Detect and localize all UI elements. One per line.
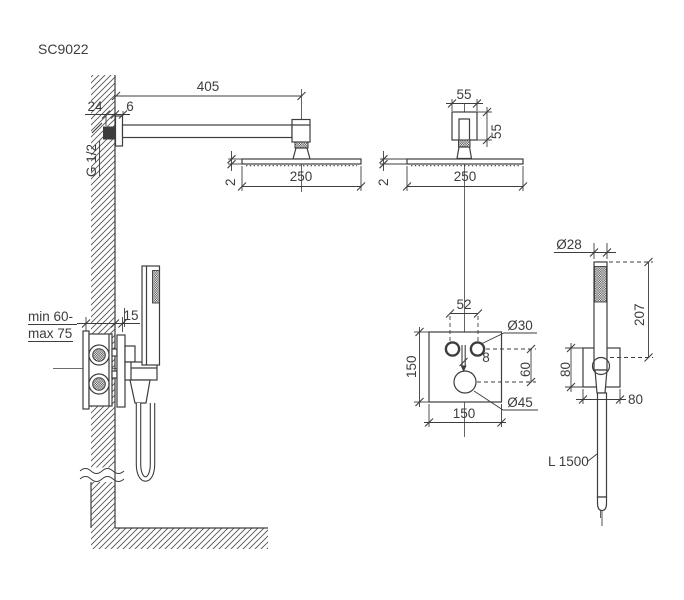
outlet-cone	[129, 379, 151, 404]
dim-hose-length: L 1500	[548, 454, 589, 469]
hose-loop-outer	[135, 403, 156, 482]
valve-upper-box	[124, 345, 136, 363]
dim-row-spacing: 60	[518, 362, 533, 377]
handshower-spray-face	[594, 266, 607, 303]
dim-bracket-width: 55	[456, 87, 471, 102]
arm-tube	[121, 124, 293, 139]
dim-bracket-height: 55	[489, 124, 504, 139]
dim-trim-offset: 15	[123, 308, 138, 323]
valve-front-view: 52 Ø30 8 60 150 150 Ø45	[404, 297, 538, 427]
valve-knob-right	[469, 341, 486, 357]
arm-elbow	[291, 118, 311, 143]
hose	[596, 392, 608, 498]
hose-loop-inner	[136, 403, 155, 481]
dim-plate-width: 150	[453, 406, 476, 421]
bracket-arm-front	[458, 118, 471, 141]
wall-break-wave-top	[79, 468, 125, 474]
valve-tab-bottom	[111, 370, 118, 379]
wall-break-wave-bottom	[79, 476, 125, 482]
dim-arm-length: 405	[197, 79, 220, 94]
dim-handshower-diameter: Ø28	[556, 237, 582, 252]
mixer-knob	[453, 370, 477, 394]
elbow-flare	[292, 147, 311, 160]
dim-thread-size: G 1/2	[84, 144, 99, 177]
dim-head-thickness-front: 2	[376, 178, 391, 186]
shower-arm-side-view: 405 24 6 G 1/2 2 250	[84, 79, 366, 192]
mixer-diameter-leader	[473, 390, 538, 411]
valve-port-top-section	[92, 348, 106, 362]
centerline-arrow	[460, 365, 467, 372]
handshower-front-view: Ø28 207 80 80 L 1500	[548, 237, 653, 526]
elbow-nut	[294, 141, 309, 149]
valve-back-bracket	[82, 330, 90, 410]
dim-handshower-length: 207	[632, 303, 647, 326]
dim-thread-depth: 24	[87, 99, 103, 114]
dim-knob-diameter: Ø30	[507, 318, 533, 333]
shower-head-side	[241, 158, 362, 165]
floor-hatch	[91, 528, 268, 549]
front-nut	[458, 139, 471, 148]
dim-depth-max: max 75	[28, 326, 72, 341]
dim-holder-width: 80	[628, 392, 643, 407]
dim-holder-height: 80	[558, 362, 573, 377]
dim-depth-min: min 60-	[28, 309, 73, 324]
arm-flange	[114, 115, 124, 147]
dim-head-width-front: 250	[454, 169, 477, 184]
valve-port-bottom-section	[92, 377, 106, 391]
product-code: SC9022	[38, 41, 89, 57]
dim-center-offset: 8	[482, 350, 490, 365]
dim-head-thickness-side: 2	[223, 178, 238, 186]
valve-knob-left	[444, 341, 461, 357]
dim-flange: 6	[126, 99, 134, 114]
valve-tab-top	[111, 348, 118, 357]
dim-head-width-side: 250	[290, 169, 313, 184]
shower-head-front-view: 55 55 2 250	[376, 87, 528, 437]
dim-knob-spacing: 52	[456, 297, 471, 312]
dim-mixer-diameter: Ø45	[507, 395, 533, 410]
valve-trim-plate-side	[116, 334, 126, 408]
front-flare	[456, 146, 473, 160]
wall-hatch	[91, 75, 115, 528]
holder-ring	[591, 356, 611, 376]
wall-thread	[103, 126, 116, 140]
handshower-spray-face-side	[152, 270, 160, 304]
knob-diameter-leader	[480, 332, 537, 345]
valve-side-view: min 60- max 75 15	[28, 265, 161, 482]
wall-break-gap	[79, 467, 131, 482]
hose-end-cap	[596, 496, 608, 512]
dim-plate-height: 150	[404, 355, 419, 378]
wall-and-floor	[79, 75, 268, 549]
shower-head-front	[406, 158, 524, 165]
